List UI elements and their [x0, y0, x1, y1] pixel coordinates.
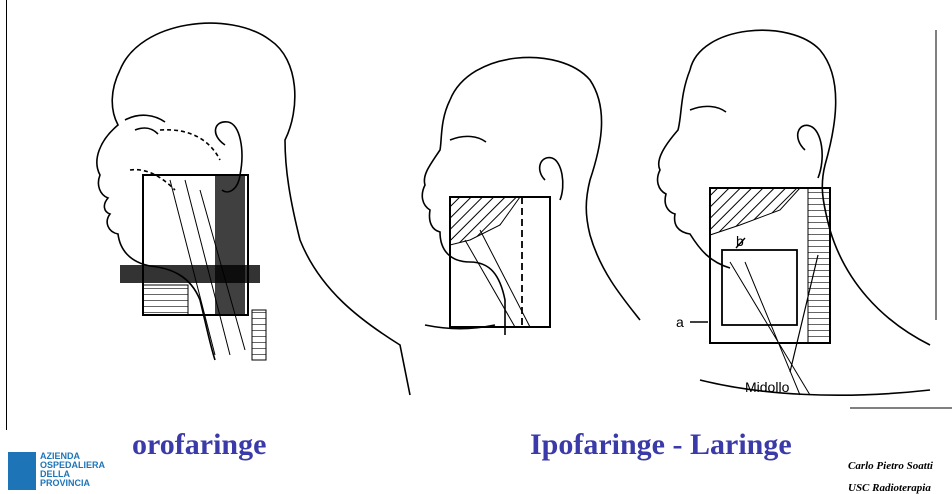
- author-name: Carlo Pietro Soatti: [848, 460, 933, 472]
- label-a: a: [676, 314, 684, 330]
- head-illustration-laringe: [658, 30, 930, 395]
- author-unit: USC Radioterapia: [848, 482, 931, 494]
- hospital-logo-icon: [8, 452, 36, 490]
- field-box-laringe: a b Midollo: [676, 188, 830, 395]
- hospital-logo-text: AZIENDA OSPEDALIERA DELLA PROVINCIA: [40, 452, 105, 488]
- illustration-panel: a b Midollo: [0, 0, 952, 430]
- label-b: b: [736, 233, 744, 249]
- label-midollo: Midollo: [745, 379, 790, 395]
- caption-orofaringe: orofaringe: [132, 428, 266, 462]
- caption-ipofaringe-laringe: Ipofaringe - Laringe: [530, 428, 792, 462]
- logo-line: PROVINCIA: [40, 479, 105, 488]
- field-box-orofaringe: [120, 175, 266, 360]
